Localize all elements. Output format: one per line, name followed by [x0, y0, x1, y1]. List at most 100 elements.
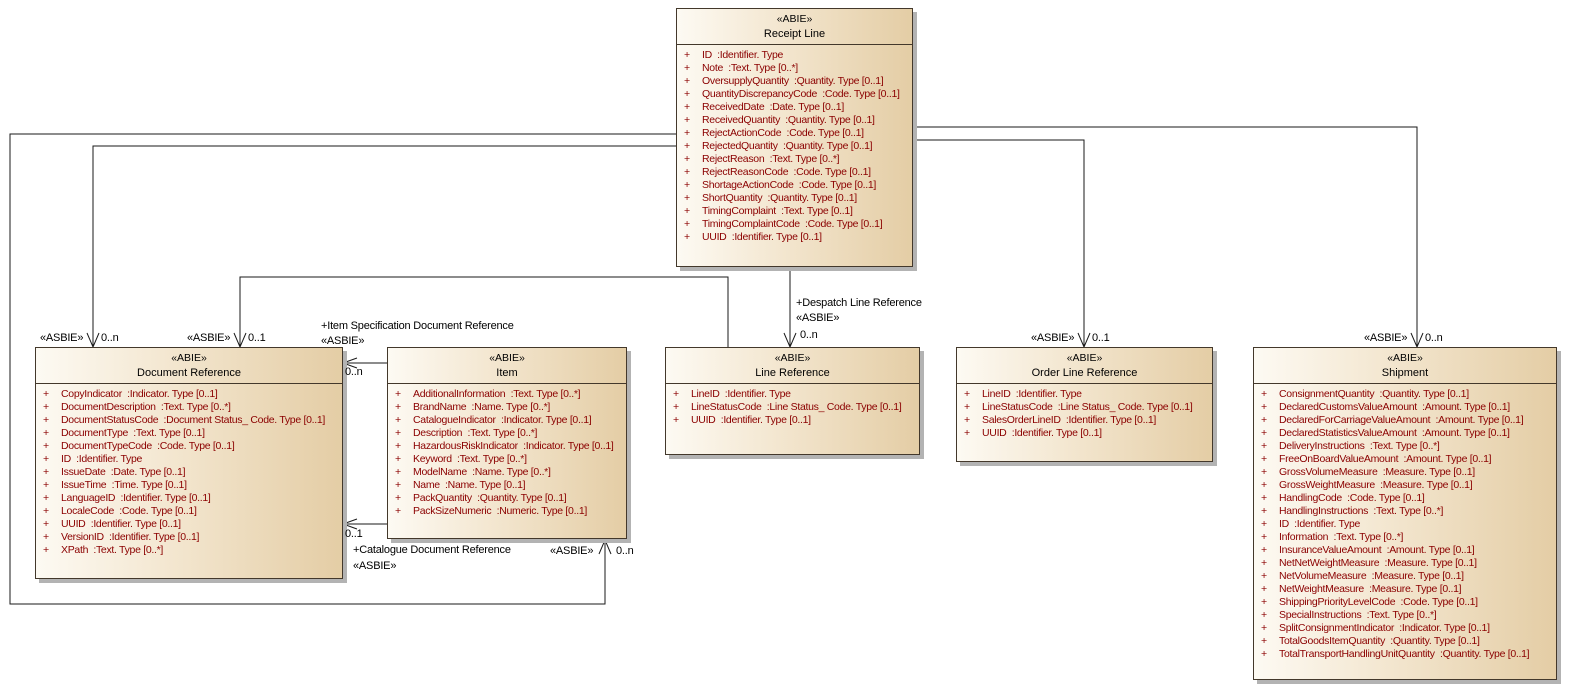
multiplicity-label: 0..1 — [345, 528, 363, 540]
class-name: Receipt Line — [763, 28, 826, 40]
visibility-marker: + — [43, 479, 49, 491]
attribute-row[interactable]: +IssueTime :Time. Type [0..1] — [36, 479, 340, 492]
attribute-row[interactable]: +GrossWeightMeasure :Measure. Type [0..1… — [1254, 479, 1554, 492]
attribute-row[interactable]: +DocumentType :Text. Type [0..1] — [36, 427, 340, 440]
attribute-row[interactable]: +RejectedQuantity :Quantity. Type [0..1] — [677, 140, 910, 153]
attribute-row[interactable]: +RejectActionCode :Code. Type [0..1] — [677, 127, 910, 140]
attribute-row[interactable]: +SalesOrderLineID :Identifier. Type [0..… — [957, 414, 1210, 427]
visibility-marker: + — [1261, 427, 1267, 439]
attribute-text: ID :Identifier. Type — [1279, 518, 1361, 530]
attribute-row[interactable]: +LineStatusCode :Line Status_ Code. Type… — [957, 401, 1210, 414]
attribute-text: PackSizeNumeric :Numeric. Type [0..1] — [413, 505, 587, 517]
connector-receiptline-shipment[interactable] — [913, 126, 1418, 346]
attribute-row[interactable]: +XPath :Text. Type [0..*] — [36, 544, 340, 557]
attribute-row[interactable]: +TotalTransportHandlingUnitQuantity :Qua… — [1254, 648, 1554, 661]
attribute-row[interactable]: +NetNetWeightMeasure :Measure. Type [0..… — [1254, 557, 1554, 570]
attribute-text: Information :Text. Type [0..*] — [1279, 531, 1404, 543]
attribute-row[interactable]: +LineStatusCode :Line Status_ Code. Type… — [666, 401, 917, 414]
attribute-row[interactable]: +VersionID :Identifier. Type [0..1] — [36, 531, 340, 544]
connector-receiptline-orderlinereference[interactable] — [913, 139, 1085, 346]
connector-receiptline-item[interactable] — [9, 133, 676, 605]
class-header: «ABIE» Line Reference — [666, 348, 919, 384]
attribute-row[interactable]: +HandlingCode :Code. Type [0..1] — [1254, 492, 1554, 505]
attribute-row[interactable]: +GrossVolumeMeasure :Measure. Type [0..1… — [1254, 466, 1554, 479]
attribute-row[interactable]: +InsuranceValueAmount :Amount. Type [0..… — [1254, 544, 1554, 557]
attribute-row[interactable]: +ModelName :Name. Type [0..*] — [388, 466, 624, 479]
attribute-row[interactable]: +TimingComplaintCode :Code. Type [0..1] — [677, 218, 910, 231]
attribute-row[interactable]: +LanguageID :Identifier. Type [0..1] — [36, 492, 340, 505]
attribute-row[interactable]: +ID :Identifier. Type — [677, 49, 910, 62]
attribute-row[interactable]: +UUID :Identifier. Type [0..1] — [957, 427, 1210, 440]
visibility-marker: + — [673, 388, 679, 400]
attribute-row[interactable]: +ReceivedQuantity :Quantity. Type [0..1] — [677, 114, 910, 127]
attribute-row[interactable]: +DocumentTypeCode :Code. Type [0..1] — [36, 440, 340, 453]
visibility-marker: + — [1261, 531, 1267, 543]
attribute-row[interactable]: +CatalogueIndicator :Indicator. Type [0.… — [388, 414, 624, 427]
attribute-row[interactable]: +DeclaredForCarriageValueAmount :Amount.… — [1254, 414, 1554, 427]
attribute-row[interactable]: +ShortageActionCode :Code. Type [0..1] — [677, 179, 910, 192]
class-document-reference[interactable]: «ABIE» Document Reference +CopyIndicator… — [35, 347, 343, 579]
class-line-reference[interactable]: «ABIE» Line Reference + LineID :Identifie… — [665, 347, 920, 455]
attribute-row[interactable]: + Information :Text. Type [0..*] — [1254, 531, 1554, 544]
attribute-row[interactable]: +ReceivedDate :Date. Type [0..1] — [677, 101, 910, 114]
attribute-row[interactable]: +NetWeightMeasure :Measure. Type [0..1] — [1254, 583, 1554, 596]
attribute-text: RejectActionCode :Code. Type [0..1] — [702, 127, 864, 139]
attribute-row[interactable]: +SpecialInstructions :Text. Type [0..*] — [1254, 609, 1554, 622]
attribute-row[interactable]: +FreeOnBoardValueAmount :Amount. Type [0… — [1254, 453, 1554, 466]
class-stereotype: «ABIE» — [774, 352, 811, 364]
class-order-line-reference[interactable]: «ABIE» Order Line Reference +LineID :Ide… — [956, 347, 1213, 462]
attribute-row[interactable]: +QuantityDiscrepancyCode :Code. Type [0.… — [677, 88, 910, 101]
attribute-row[interactable]: +ConsignmentQuantity :Quantity. Type [0.… — [1254, 388, 1554, 401]
attribute-row[interactable]: +TimingComplaint :Text. Type [0..1] — [677, 205, 910, 218]
attribute-row[interactable]: + LineID :Identifier. Type — [666, 388, 917, 401]
connector-receiptline-documentreference[interactable] — [92, 145, 676, 346]
attribute-row[interactable]: +HandlingInstructions :Text. Type [0..*] — [1254, 505, 1554, 518]
attribute-text: LineID :Identifier. Type — [691, 388, 791, 400]
attribute-row[interactable]: +PackQuantity :Quantity. Type [0..1] — [388, 492, 624, 505]
attribute-row[interactable]: +UUID :Identifier. Type [0..1] — [666, 414, 917, 427]
attribute-row[interactable]: +UUID :Identifier. Type [0..1] — [36, 518, 340, 531]
connector-linereference-documentreference[interactable] — [239, 276, 729, 347]
class-receipt-line[interactable]: «ABIE» Receipt Line +ID :Identifier. Typ… — [676, 8, 913, 267]
attribute-row[interactable]: +OversupplyQuantity :Quantity. Type [0..… — [677, 75, 910, 88]
class-shipment[interactable]: «ABIE» Shipment +ConsignmentQuantity :Qu… — [1253, 347, 1557, 680]
attribute-text: TimingComplaintCode :Code. Type [0..1] — [702, 218, 883, 230]
attribute-row[interactable]: +RejectReason :Text. Type [0..*] — [677, 153, 910, 166]
attribute-row[interactable]: +ShortQuantity :Quantity. Type [0..1] — [677, 192, 910, 205]
attribute-row[interactable]: +ID :Identifier. Type — [36, 453, 340, 466]
attribute-row[interactable]: +DocumentStatusCode :Document Status_ Co… — [36, 414, 340, 427]
visibility-marker: + — [395, 453, 401, 465]
attribute-row[interactable]: +TotalGoodsItemQuantity :Quantity. Type … — [1254, 635, 1554, 648]
attribute-row[interactable]: +PackSizeNumeric :Numeric. Type [0..1] — [388, 505, 624, 518]
attribute-row[interactable]: +SplitConsignmentIndicator :Indicator. T… — [1254, 622, 1554, 635]
attribute-row[interactable]: +Keyword :Text. Type [0..*] — [388, 453, 624, 466]
attribute-text: UUID :Identifier. Type [0..1] — [61, 518, 181, 530]
attribute-row[interactable]: +Name :Name. Type [0..1] — [388, 479, 624, 492]
attribute-row[interactable]: +DeliveryInstructions :Text. Type [0..*] — [1254, 440, 1554, 453]
attribute-row[interactable]: +CopyIndicator :Indicator. Type [0..1] — [36, 388, 340, 401]
attribute-row[interactable]: +Note :Text. Type [0..*] — [677, 62, 910, 75]
class-item[interactable]: «ABIE» Item +AdditionalInformation :Text… — [387, 347, 627, 539]
attribute-row[interactable]: +DeclaredCustomsValueAmount :Amount. Typ… — [1254, 401, 1554, 414]
attribute-row[interactable]: +IssueDate :Date. Type [0..1] — [36, 466, 340, 479]
attribute-text: CatalogueIndicator :Indicator. Type [0..… — [413, 414, 592, 426]
attribute-row[interactable]: +RejectReasonCode :Code. Type [0..1] — [677, 166, 910, 179]
attribute-text: ConsignmentQuantity :Quantity. Type [0..… — [1279, 388, 1469, 400]
visibility-marker: + — [1261, 479, 1267, 491]
attribute-row[interactable]: +ShippingPriorityLevelCode :Code. Type [… — [1254, 596, 1554, 609]
attribute-row[interactable]: +BrandName :Name. Type [0..*] — [388, 401, 624, 414]
attribute-row[interactable]: +Description :Text. Type [0..*] — [388, 427, 624, 440]
attribute-row[interactable]: +ID :Identifier. Type — [1254, 518, 1554, 531]
visibility-marker: + — [43, 414, 49, 426]
visibility-marker: + — [684, 49, 690, 61]
attribute-row[interactable]: +DocumentDescription :Text. Type [0..*] — [36, 401, 340, 414]
attribute-row[interactable]: +HazardousRiskIndicator :Indicator. Type… — [388, 440, 624, 453]
attribute-row[interactable]: +LocaleCode :Code. Type [0..1] — [36, 505, 340, 518]
attribute-text: InsuranceValueAmount :Amount. Type [0..1… — [1279, 544, 1475, 556]
attribute-row[interactable]: +UUID :Identifier. Type [0..1] — [677, 231, 910, 244]
attribute-row[interactable]: +LineID :Identifier. Type — [957, 388, 1210, 401]
attribute-row[interactable]: +DeclaredStatisticsValueAmount :Amount. … — [1254, 427, 1554, 440]
attribute-row[interactable]: +AdditionalInformation :Text. Type [0..*… — [388, 388, 624, 401]
attribute-row[interactable]: +NetVolumeMeasure :Measure. Type [0..1] — [1254, 570, 1554, 583]
attribute-text: TimingComplaint :Text. Type [0..1] — [702, 205, 853, 217]
